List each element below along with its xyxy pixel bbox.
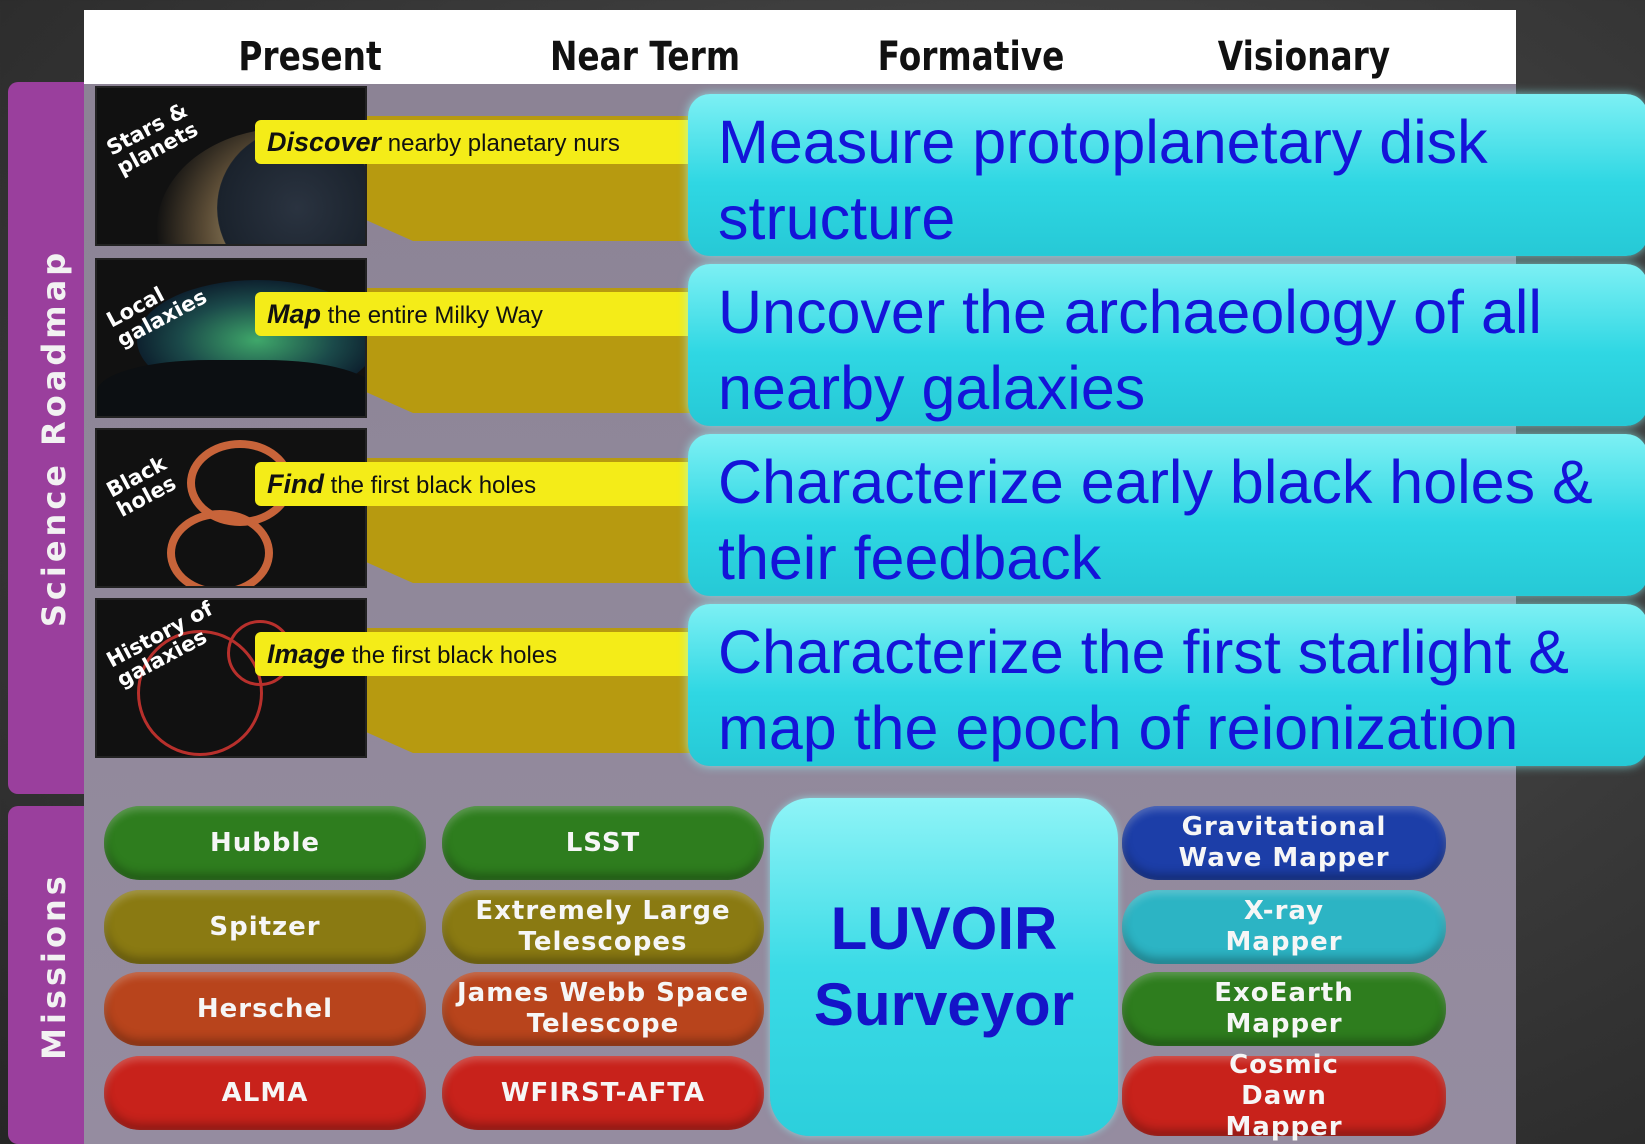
column-present: Present	[238, 34, 382, 80]
column-visionary: Visionary	[1217, 34, 1391, 80]
band-text: the first black holes	[323, 472, 537, 499]
column-formative: Formative	[877, 34, 1065, 80]
history-of-galaxies-image: History of galaxies	[95, 598, 367, 758]
roadmap-row-black-holes: Black holes Find the first black holes	[95, 428, 805, 588]
goal-text: Measure protoplanetary disk structure	[718, 108, 1488, 252]
mission-gravitational-wave-mapper: Gravitational Wave Mapper	[1122, 806, 1446, 880]
goal-box-disk-structure: Measure protoplanetary disk structure	[688, 94, 1645, 256]
mission-herschel: Herschel	[104, 972, 426, 1046]
band-text: the first black holes	[345, 642, 558, 669]
black-holes-image: Black holes	[95, 428, 367, 588]
missions-label: Missions	[35, 872, 73, 1060]
thumb-title: Black holes	[102, 451, 181, 522]
roadmap-row-local-galaxies: Local galaxies Map the entire Milky Way	[95, 258, 805, 418]
mission-xray-mapper: X-ray Mapper	[1122, 890, 1446, 964]
luvoir-surveyor-box: LUVOIR Surveyor	[770, 798, 1118, 1136]
science-roadmap-tab: Science Roadmap	[8, 82, 84, 794]
band-text: the entire Milky Way	[321, 302, 543, 329]
mission-extremely-large-telescopes: Extremely Large Telescopes	[442, 890, 764, 964]
mission-spitzer: Spitzer	[104, 890, 426, 964]
mission-lsst: LSST	[442, 806, 764, 880]
stars-planets-image: Stars & planets	[95, 86, 367, 246]
band-text: nearby planetary nurs	[381, 130, 620, 157]
science-roadmap-label: Science Roadmap	[35, 248, 73, 628]
goal-box-first-starlight: Characterize the first starlight & map t…	[688, 604, 1645, 766]
mission-wfirst-afta: WFIRST-AFTA	[442, 1056, 764, 1130]
mission-exoearth-mapper: ExoEarth Mapper	[1122, 972, 1446, 1046]
goal-box-early-black-holes: Characterize early black holes & their f…	[688, 434, 1645, 596]
mission-hubble: Hubble	[104, 806, 426, 880]
band-verb: Find	[267, 469, 324, 499]
band-verb: Image	[267, 639, 346, 669]
column-header-bar: Present Near Term Formative Visionary	[84, 10, 1516, 84]
luvoir-line1: LUVOIR	[830, 895, 1058, 962]
missions-tab: Missions	[8, 806, 84, 1144]
band-verb: Map	[267, 299, 321, 329]
goal-text: Uncover the archaeology of all nearby ga…	[718, 278, 1542, 422]
roadmap-row-stars-planets: Stars & planets Discover nearby planetar…	[95, 86, 805, 246]
mission-alma: ALMA	[104, 1056, 426, 1130]
column-near-term: Near Term	[549, 34, 741, 80]
goal-box-galaxy-archaeology: Uncover the archaeology of all nearby ga…	[688, 264, 1645, 426]
luvoir-line2: Surveyor	[813, 971, 1075, 1038]
goal-text: Characterize early black holes & their f…	[718, 448, 1593, 592]
mission-jwst: James Webb Space Telescope	[442, 972, 764, 1046]
local-galaxies-image: Local galaxies	[95, 258, 367, 418]
roadmap-row-history-of-galaxies: History of galaxies Image the first blac…	[95, 598, 805, 758]
mission-cosmic-dawn-mapper: Cosmic Dawn Mapper	[1122, 1050, 1446, 1142]
band-verb: Discover	[267, 127, 382, 157]
goal-text: Characterize the first starlight & map t…	[718, 618, 1569, 762]
